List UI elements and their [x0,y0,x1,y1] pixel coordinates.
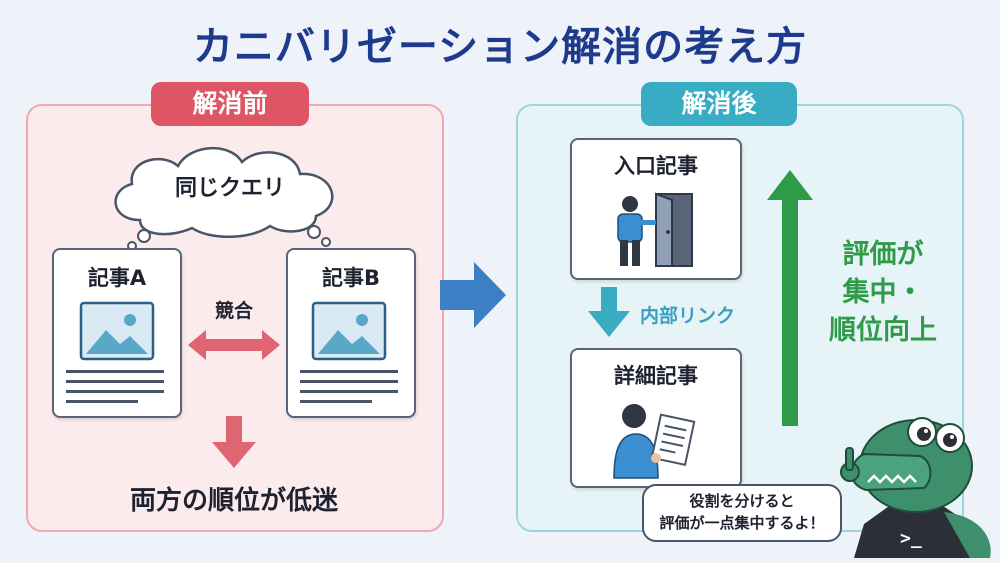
outcome-line-1: 評価が [842,239,924,270]
before-tab: 解消前 [151,82,309,126]
down-arrow-icon [212,416,256,468]
door-person-icon [617,192,693,267]
outcome-line-3: 順位向上 [829,315,937,346]
article-a-title: 記事A [87,266,147,290]
page-title: カニバリゼーション解消の考え方 [192,24,808,70]
speech-line-2: 評価が一点集中するよ！ [659,514,825,532]
speech-bubble: 役割を分けると 評価が一点集中するよ！ [642,484,842,542]
detail-article-title: 詳細記事 [614,364,698,388]
entry-article-title: 入口記事 [614,154,698,178]
double-arrow-icon [188,330,280,360]
article-b-title: 記事B [321,266,380,290]
image-icon [311,301,387,361]
reading-person-icon [613,404,696,479]
internal-link-label: 内部リンク [640,305,736,327]
speech-line-1: 役割を分けると [689,492,795,510]
outcome-text: 評価が 集中・ 順位向上 [818,236,948,350]
crocodile-mascot: >_ [840,417,991,558]
text-lines [300,370,398,403]
outcome-line-2: 集中・ [842,277,924,308]
down-arrow-icon [588,287,630,337]
image-icon [79,301,155,361]
text-lines [66,370,164,403]
right-arrow-icon [440,262,506,328]
after-tab: 解消後 [641,82,797,126]
conflict-label: 競合 [214,300,253,322]
hoodie-glyph: >_ [900,528,922,549]
up-arrow-icon [767,170,813,426]
result-label: 両方の順位が低迷 [129,486,338,516]
query-label: 同じクエリ [174,176,285,201]
